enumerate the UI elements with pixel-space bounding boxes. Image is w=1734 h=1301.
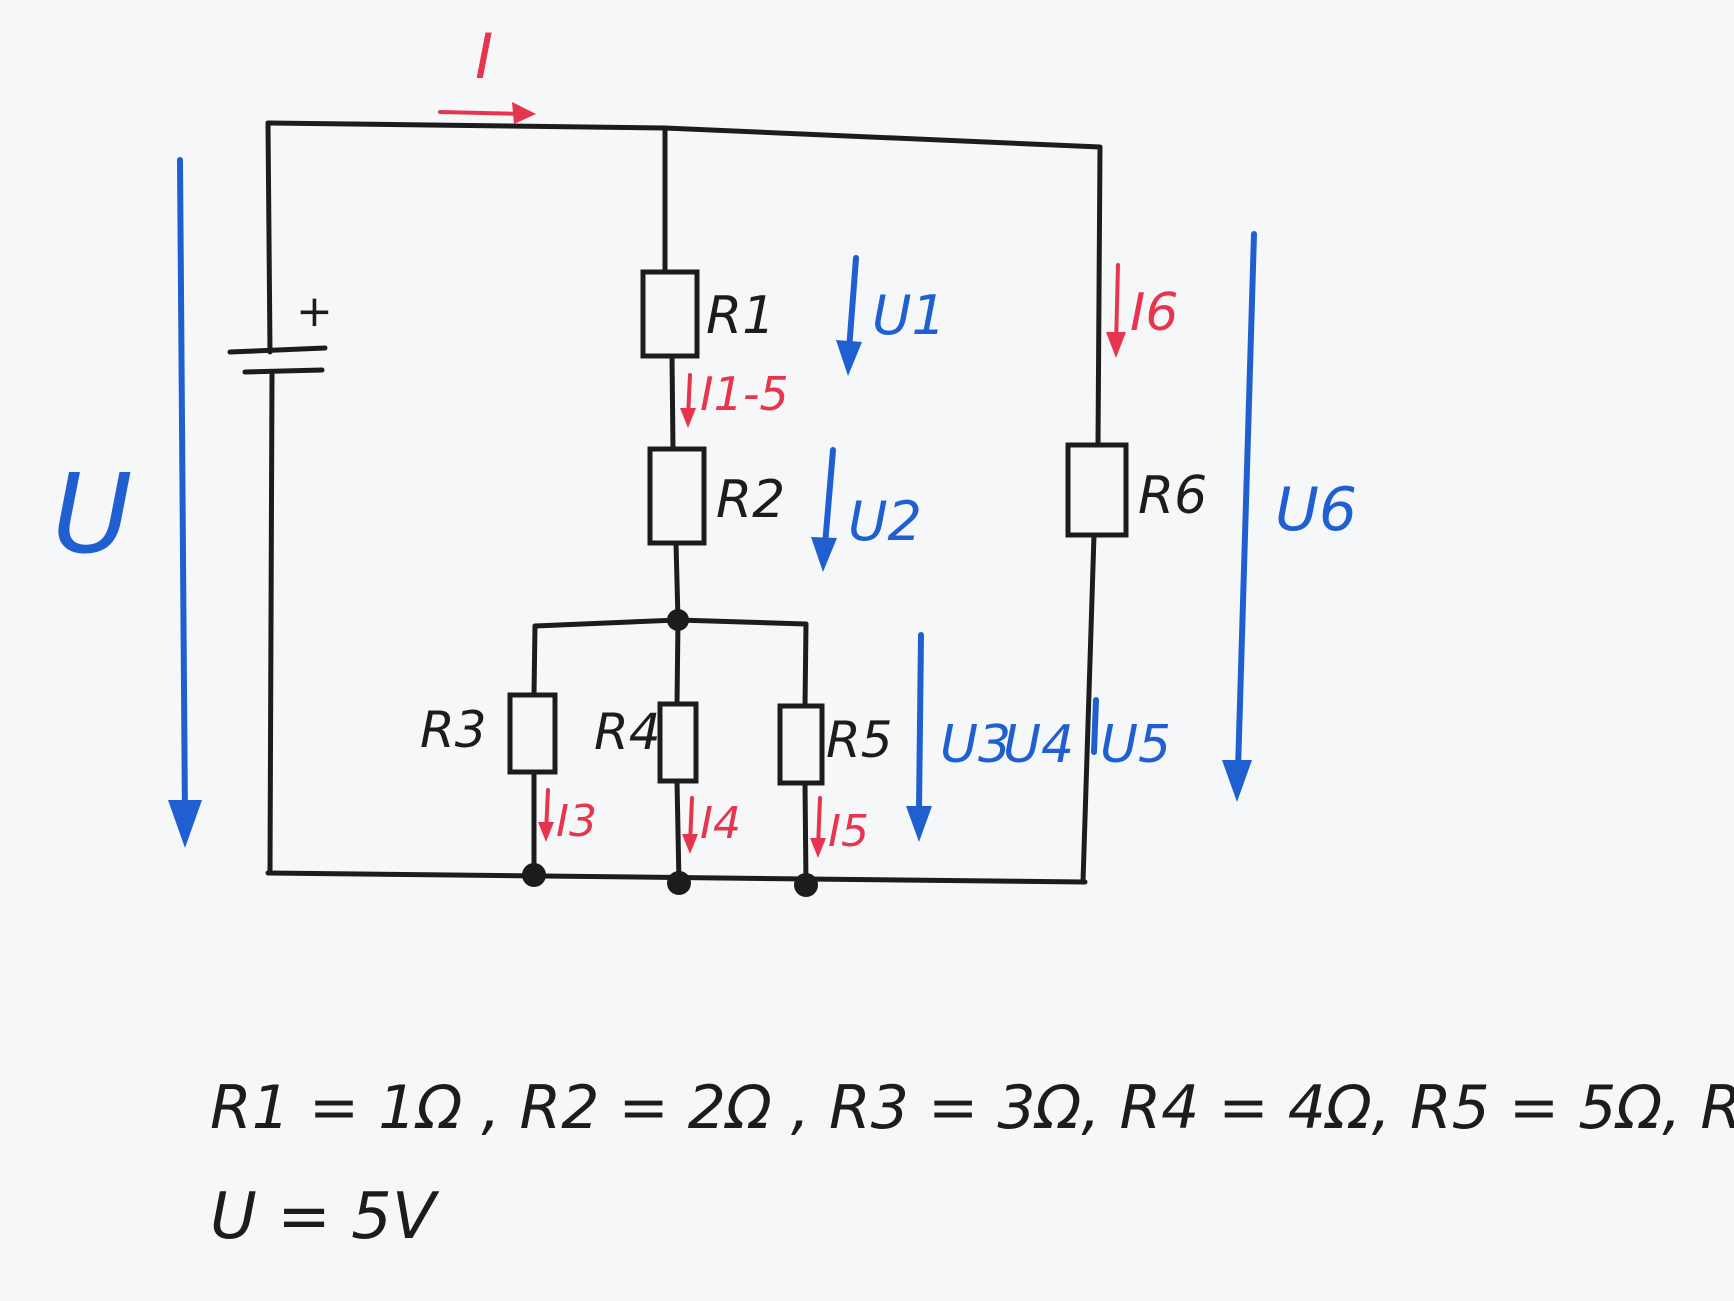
resistor-r1 <box>640 269 700 359</box>
source-voltage-value: U = 5V <box>210 1180 440 1254</box>
label-u2: U2 <box>848 490 922 553</box>
label-i5: I5 <box>828 806 869 857</box>
u6-arrow <box>1235 231 1257 773</box>
i5-arrowhead <box>810 838 826 858</box>
wire-top-left <box>265 120 668 131</box>
label-r3: R3 <box>420 701 487 759</box>
label-u6: U6 <box>1275 475 1357 545</box>
wire-r4-top <box>674 617 681 707</box>
i6-arrow <box>1114 263 1120 347</box>
label-u5: U5 <box>1100 715 1171 775</box>
label-i4: I4 <box>700 798 741 849</box>
battery-plus-sign: + <box>296 286 333 337</box>
battery-short-plate <box>242 367 325 375</box>
u1-arrowhead <box>836 340 862 376</box>
resistor-r4 <box>657 701 699 784</box>
wire-r3-top <box>531 623 538 698</box>
u3-u4-arrowhead <box>906 806 932 842</box>
resistor-r5 <box>777 703 825 786</box>
source-voltage-arrowhead <box>168 800 202 848</box>
label-total-current: I <box>475 20 493 93</box>
u2-arrowhead <box>811 537 837 572</box>
label-i1-5: I1-5 <box>700 367 789 421</box>
component-values-line: R1 = 1Ω , R2 = 2Ω , R3 = 3Ω, R4 = 4Ω, R5… <box>210 1073 1734 1143</box>
label-u4: U4 <box>1003 715 1074 775</box>
i6-arrowhead <box>1106 332 1126 358</box>
circuit-wires <box>265 120 1103 897</box>
source-voltage-arrow <box>177 157 188 823</box>
label-source-voltage: U <box>52 450 133 578</box>
label-r2: R2 <box>716 470 785 530</box>
wire-right-lower <box>1080 532 1097 885</box>
u1-arrow <box>846 255 859 353</box>
u6-arrowhead <box>1222 760 1252 802</box>
label-i6: I6 <box>1130 283 1178 343</box>
wire-r5-bottom <box>802 780 809 888</box>
label-r4: R4 <box>594 703 661 761</box>
wire-r1-r2 <box>669 353 676 452</box>
battery-symbol: + <box>227 286 333 375</box>
i4-arrowhead <box>682 834 698 854</box>
i3-arrowhead <box>538 822 554 842</box>
wire-r2-node <box>673 540 681 623</box>
u3-u4-arrow <box>916 632 924 813</box>
u2-arrow <box>822 447 836 548</box>
wire-r5-top <box>802 621 809 709</box>
resistor-r3 <box>507 692 558 775</box>
battery-long-plate <box>227 345 328 355</box>
label-r5: R5 <box>826 711 893 769</box>
junction-node-top <box>667 609 689 631</box>
wire-left-lower <box>267 372 275 873</box>
junction-node-r4 <box>667 871 691 895</box>
u5-arrow-line <box>1091 697 1099 755</box>
total-current-arrowhead <box>512 102 536 124</box>
label-u1: U1 <box>872 284 946 347</box>
label-r6: R6 <box>1138 466 1207 526</box>
wire-r4-bottom <box>674 778 682 886</box>
label-r1: R1 <box>706 286 775 346</box>
junction-node-r3 <box>522 863 546 887</box>
i1-5-arrowhead <box>680 408 696 428</box>
wire-top-right <box>662 125 1103 448</box>
wire-left-upper <box>265 120 273 355</box>
resistor-r2 <box>647 446 707 546</box>
resistor-r6 <box>1065 442 1129 538</box>
total-current-arrow <box>438 110 527 116</box>
label-i3: I3 <box>556 796 597 847</box>
junction-node-r5 <box>794 873 818 897</box>
label-u3: U3 <box>940 715 1011 775</box>
